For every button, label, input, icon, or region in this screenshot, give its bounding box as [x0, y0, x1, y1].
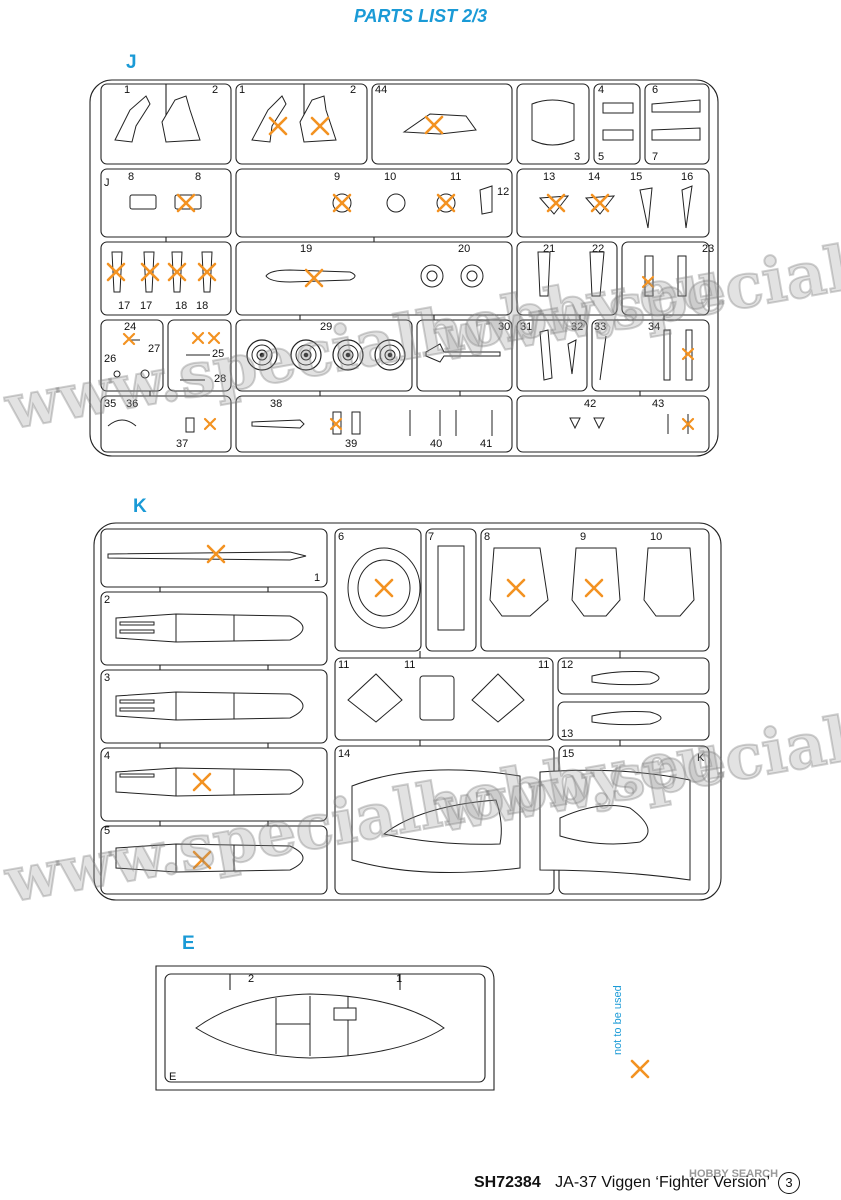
part-number-label: 5 [104, 825, 110, 837]
part-number-label: 7 [428, 531, 434, 543]
part-number-label: 17 [118, 300, 130, 312]
part-number-label: 12 [497, 186, 509, 198]
part-number-label: 11 [404, 659, 415, 671]
part-number-label: 37 [176, 438, 188, 450]
part-number-label: 11 [338, 659, 349, 671]
part-number-label: 33 [594, 321, 606, 333]
sprue-k-parts [107, 545, 695, 881]
part-number-label: 5 [598, 151, 604, 163]
part-number-label: 13 [543, 171, 555, 183]
part-number-label: 11 [450, 171, 461, 183]
watermark-logo: HOBBY SEARCH [689, 1168, 779, 1180]
part-number-label: 22 [592, 243, 604, 255]
part-number-label: 43 [652, 398, 664, 410]
part-number-label: 21 [543, 243, 555, 255]
product-name: JA-37 Viggen ‘Fighter Version’ [555, 1174, 770, 1192]
part-number-label: 8 [195, 171, 201, 183]
part-number-label: 18 [175, 300, 187, 312]
part-number-label: 25 [212, 348, 224, 360]
sprue-j-frame [89, 79, 719, 457]
part-number-label: 11 [538, 659, 549, 671]
part-number-label: 23 [702, 243, 714, 255]
part-number-label: 19 [300, 243, 312, 255]
product-code: SH72384 [474, 1174, 541, 1192]
part-number-label: 35 [104, 398, 116, 410]
sprue-corner-letter: K [697, 752, 705, 764]
part-number-label: 2 [104, 594, 110, 606]
part-number-label: 6 [338, 531, 344, 543]
legend-not-used-text: not to be used [612, 985, 624, 1055]
sprue-e-parts [195, 993, 445, 1059]
part-number-label: 26 [104, 353, 116, 365]
sprue-j-letter: J [126, 52, 137, 73]
part-number-label: 36 [126, 398, 138, 410]
part-number-label: 34 [648, 321, 660, 333]
part-number-label: 10 [384, 171, 396, 183]
part-number-label: 2 [248, 973, 254, 985]
part-number-label: 7 [652, 151, 658, 163]
part-number-label: 15 [562, 748, 574, 760]
part-number-label: 20 [458, 243, 470, 255]
part-number-label: 1 [124, 84, 130, 96]
sprue-k-letter: K [133, 496, 147, 517]
legend-cross-mark [630, 1059, 650, 1079]
part-number-label: 40 [430, 438, 442, 450]
part-number-label: 2 [212, 84, 218, 96]
part-number-label: 4 [598, 84, 604, 96]
part-number-label: 4 [104, 750, 110, 762]
part-number-label: 14 [588, 171, 600, 183]
sprue-e-frame [155, 965, 495, 1091]
sprue-j-parts [107, 95, 701, 436]
part-number-label: 27 [148, 343, 160, 355]
part-number-label: 16 [681, 171, 693, 183]
sprue-corner-letter: E [169, 1071, 176, 1083]
page-number: 3 [777, 1172, 800, 1194]
part-number-label: 31 [520, 321, 532, 333]
part-number-label: 3 [574, 151, 580, 163]
page-title: PARTS LIST 2/3 [353, 6, 488, 26]
part-number-label: 18 [196, 300, 208, 312]
part-number-label: 28 [214, 373, 226, 385]
sprue-corner-letter: J [104, 177, 110, 189]
part-number-label: 17 [140, 300, 152, 312]
part-number-label: 9 [580, 531, 586, 543]
part-number-label: 12 [561, 659, 573, 671]
part-number-label: 13 [561, 728, 573, 740]
part-number-label: 41 [480, 438, 492, 450]
part-number-label: 8 [484, 531, 490, 543]
part-number-label: 24 [124, 321, 136, 333]
part-number-label: 32 [571, 321, 583, 333]
part-number-label: 1 [314, 572, 320, 584]
part-number-label: 38 [270, 398, 282, 410]
part-number-label: 29 [320, 321, 332, 333]
part-number-label: 42 [584, 398, 596, 410]
sprue-e [155, 965, 495, 1091]
part-number-label: 3 [104, 672, 110, 684]
part-number-label: 1 [396, 973, 402, 985]
part-number-label: 8 [128, 171, 134, 183]
part-number-label: 6 [652, 84, 658, 96]
part-number-label: 15 [630, 171, 642, 183]
part-number-label: 1 [239, 84, 245, 96]
part-number-label: 44 [375, 84, 387, 96]
part-number-label: 14 [338, 748, 350, 760]
part-number-label: 39 [345, 438, 357, 450]
part-number-label: 9 [334, 171, 340, 183]
part-number-label: 2 [350, 84, 356, 96]
sprue-k-frame [93, 522, 722, 901]
part-number-label: 10 [650, 531, 662, 543]
sprue-e-letter: E [182, 933, 195, 954]
part-number-label: 30 [498, 321, 510, 333]
footer: SH72384 JA-37 Viggen ‘Fighter Version’ 3 [474, 1172, 800, 1194]
